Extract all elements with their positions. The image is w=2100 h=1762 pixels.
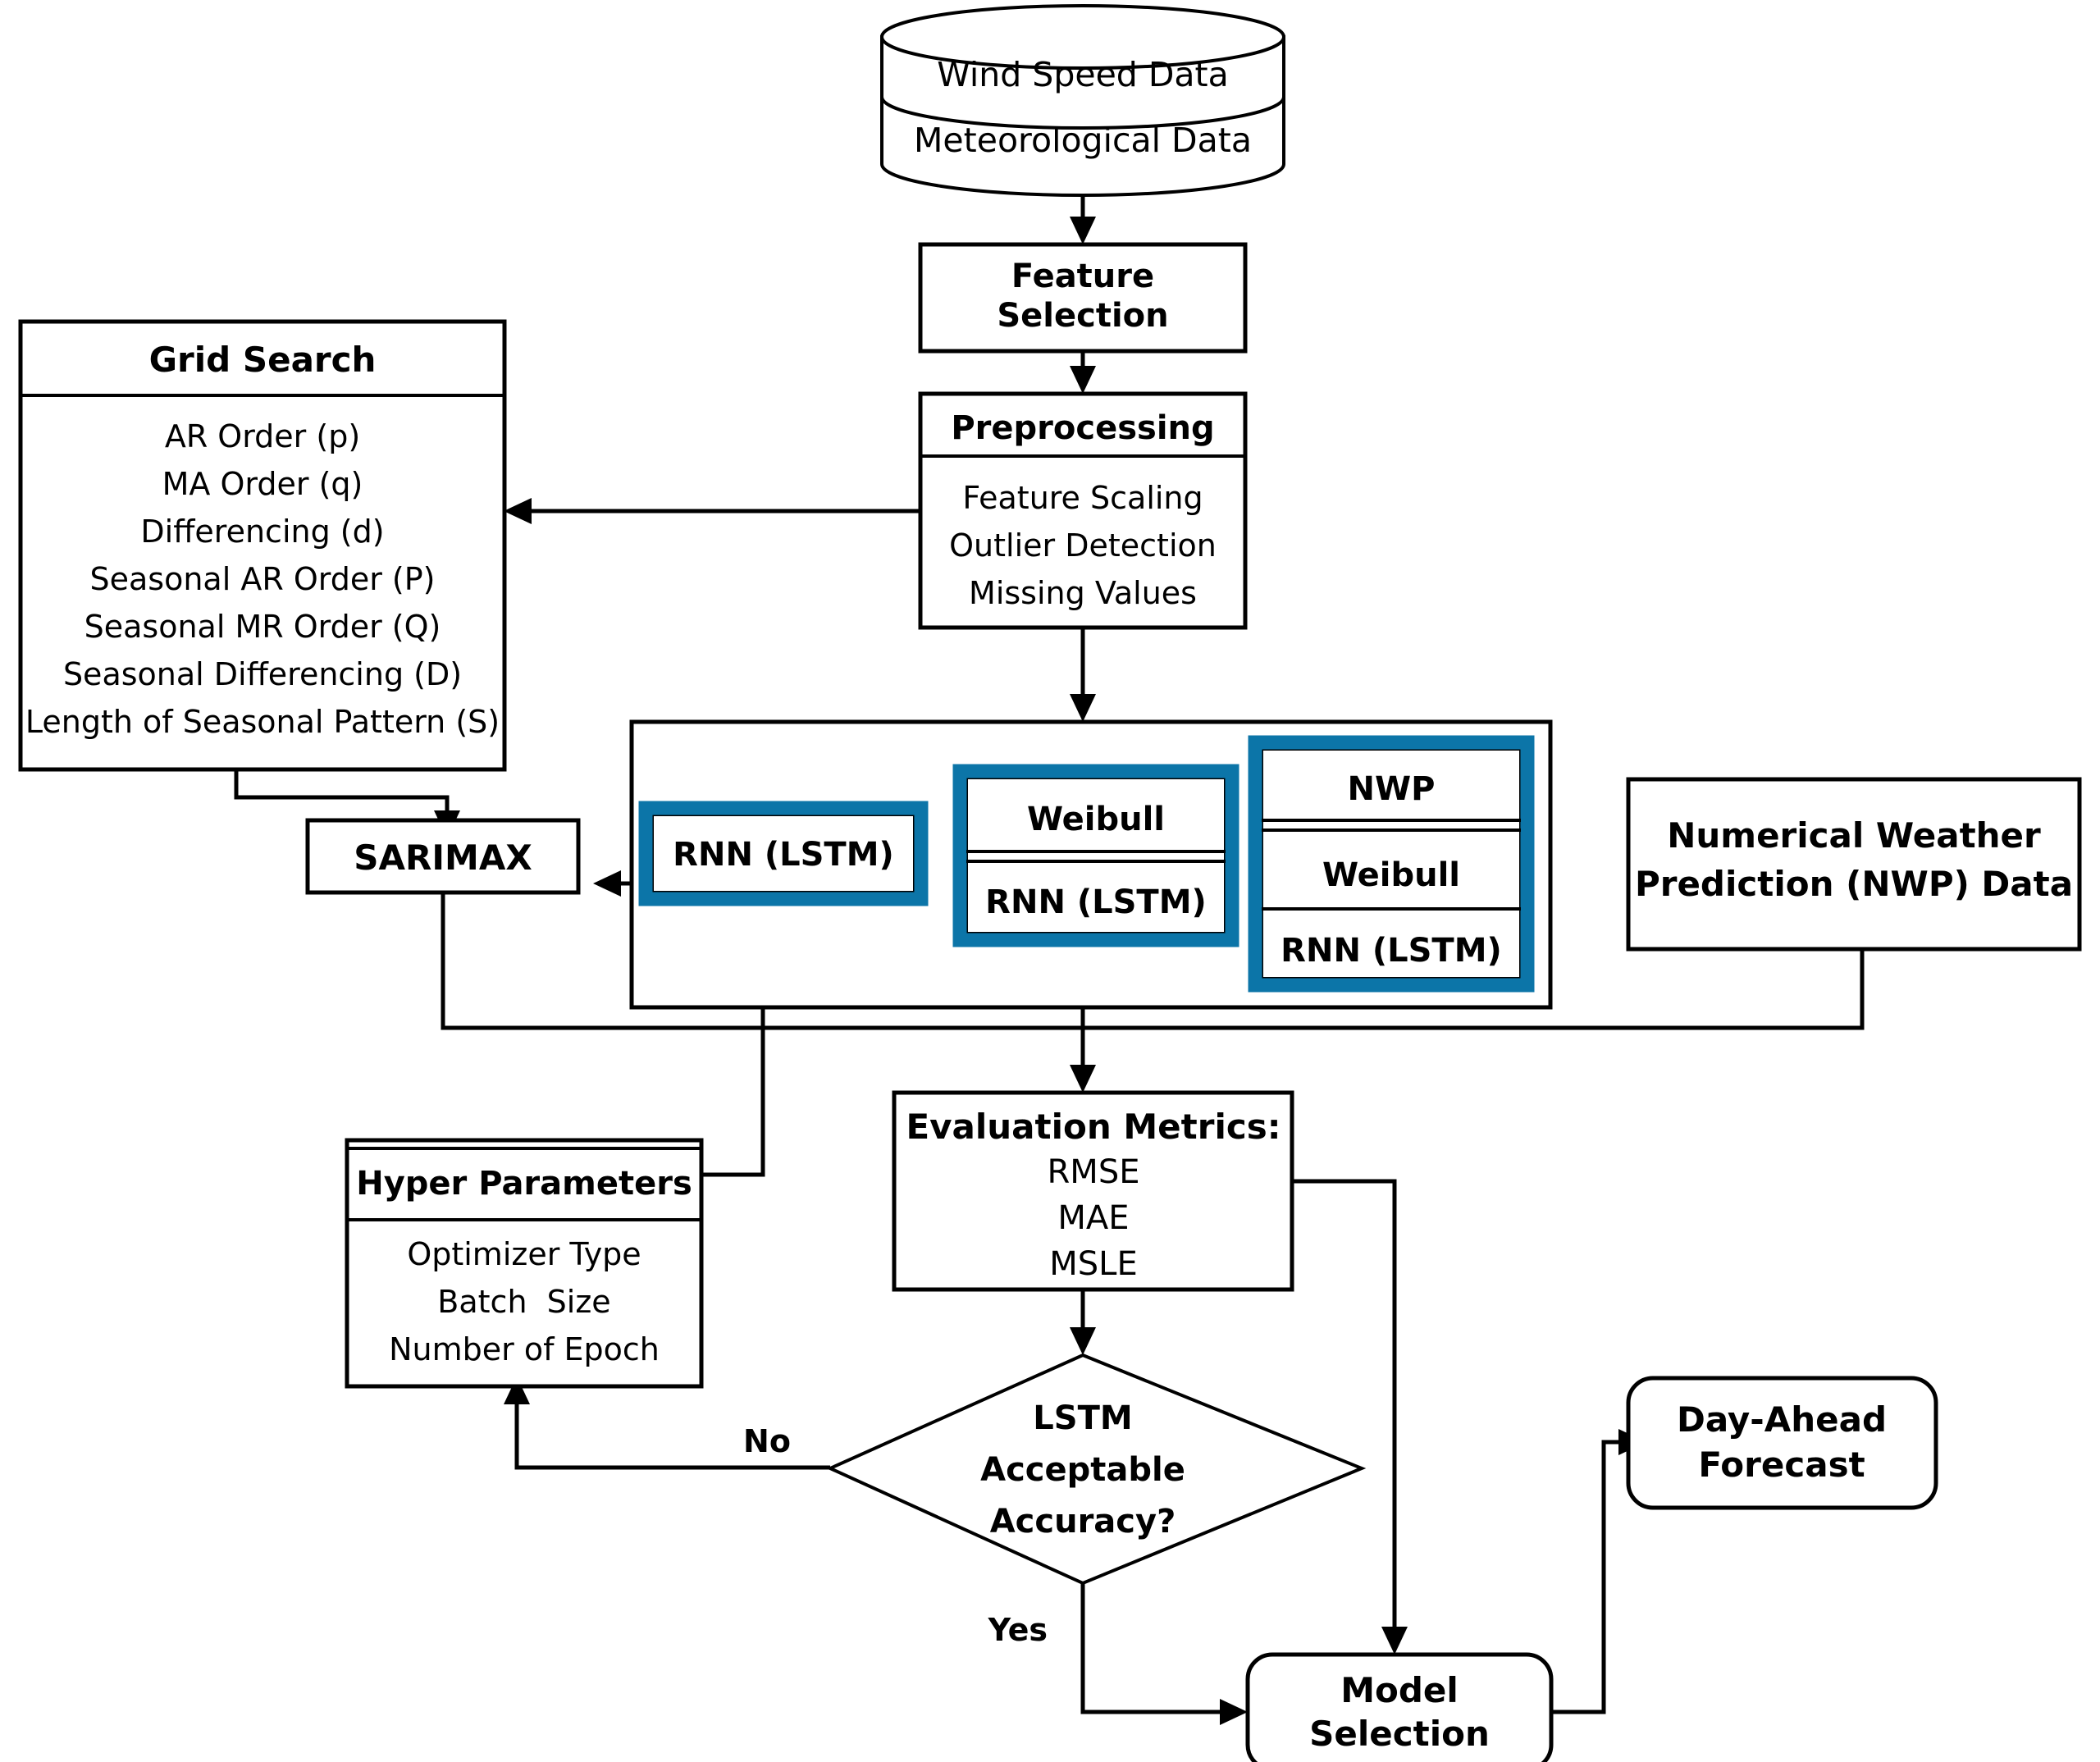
hyper-parameters-item-0: Optimizer Type: [407, 1236, 641, 1272]
arrowhead-hyper-to-models: [593, 870, 621, 897]
grid-search-item-6: Length of Seasonal Pattern (S): [25, 704, 500, 740]
sarimax-label: SARIMAX: [354, 838, 532, 878]
decision-line-1: Acceptable: [980, 1451, 1185, 1489]
arrowhead-models-to-evaluation: [1070, 1065, 1096, 1093]
edge-sarimax-to-evaluation: [441, 892, 1083, 1030]
evaluation-metrics-item-1: MAE: [1057, 1199, 1129, 1237]
model-b-row-0: Weibull: [1027, 801, 1165, 838]
cylinder-body: [880, 35, 1285, 197]
preprocessing-header: Preprocessing: [951, 409, 1214, 447]
decision-line-0: LSTM: [1033, 1399, 1132, 1437]
evaluation-metrics-header: Evaluation Metrics:: [906, 1107, 1281, 1147]
node-models-container[interactable]: RNN (LSTM) Weibull RNN (LSTM) NWP Weibul…: [629, 719, 1553, 1010]
edge-label-no: No: [743, 1423, 791, 1459]
hyper-parameters-item-1: Batch Size: [437, 1284, 610, 1320]
node-model-selection[interactable]: Model Selection: [1245, 1652, 1554, 1762]
decision-line-2: Accuracy?: [990, 1503, 1176, 1541]
node-preprocessing[interactable]: Preprocessing Feature Scaling Outlier De…: [918, 391, 1248, 630]
preprocessing-item-2: Missing Values: [969, 575, 1197, 611]
arrowhead-decision-yes-to-selection: [1220, 1699, 1248, 1725]
edge-label-yes: Yes: [988, 1612, 1048, 1648]
model-a-row-0: RNN (LSTM): [673, 836, 894, 874]
edge-evaluation-to-selection: [1292, 1179, 1397, 1636]
edge-nwp-to-models: [1083, 949, 1865, 1030]
model-c-row-1: Weibull: [1322, 856, 1460, 894]
sarimax-box: [305, 818, 581, 895]
node-feature-selection[interactable]: Feature Selection: [918, 242, 1248, 354]
grid-search-header: Grid Search: [149, 340, 377, 380]
feature-selection-line-0: Feature: [1011, 258, 1154, 295]
grid-search-item-2: Differencing (d): [140, 514, 384, 550]
hyper-parameters-header: Hyper Parameters: [356, 1165, 692, 1203]
node-day-ahead-forecast[interactable]: Day-Ahead Forecast: [1626, 1376, 1938, 1510]
model-b-inner: [965, 776, 1227, 935]
model-selection-box: [1245, 1652, 1554, 1762]
model-b-blue-frame: [952, 764, 1239, 947]
arrowhead-evaluation-to-decision: [1070, 1327, 1096, 1355]
cylinder-top: [880, 4, 1285, 70]
data-source-row-0: Wind Speed Data: [937, 55, 1229, 94]
edge-decision-no-to-hyper: [514, 1395, 830, 1470]
evaluation-metrics-item-0: RMSE: [1048, 1153, 1140, 1191]
node-grid-search[interactable]: Grid Search AR Order (p) MA Order (q) Di…: [18, 319, 507, 772]
model-c-inner: [1260, 747, 1522, 980]
preprocessing-item-0: Feature Scaling: [962, 480, 1203, 516]
evaluation-metrics-item-2: MSLE: [1049, 1245, 1137, 1283]
preprocessing-box: [918, 391, 1248, 630]
node-model-c[interactable]: NWP Weibull RNN (LSTM): [1248, 735, 1535, 993]
hyper-parameters-box: [345, 1138, 704, 1389]
model-c-row-0: NWP: [1348, 770, 1436, 808]
node-model-a[interactable]: RNN (LSTM): [638, 801, 929, 906]
day-ahead-forecast-line-0: Day-Ahead: [1677, 1399, 1887, 1440]
node-data-source[interactable]: Wind Speed Data Meteorological Data: [880, 4, 1285, 197]
model-selection-line-0: Model: [1340, 1670, 1459, 1710]
edge-grid-to-sarimax: [234, 769, 450, 820]
day-ahead-forecast-box: [1626, 1376, 1938, 1510]
grid-search-item-5: Seasonal Differencing (D): [63, 656, 462, 692]
node-evaluation-metrics[interactable]: Evaluation Metrics: RMSE MAE MSLE: [892, 1090, 1294, 1292]
nwp-data-line-0: Numerical Weather: [1667, 815, 2041, 856]
node-sarimax[interactable]: SARIMAX: [305, 818, 581, 895]
model-c-blue-frame: [1248, 735, 1535, 993]
grid-search-item-1: MA Order (q): [162, 466, 363, 502]
model-c-row-2: RNN (LSTM): [1281, 932, 1502, 970]
arrowhead-decision-no-to-hyper: [504, 1376, 530, 1404]
nwp-data-box: [1626, 777, 2082, 952]
node-model-b[interactable]: Weibull RNN (LSTM): [952, 764, 1239, 947]
evaluation-metrics-box: [892, 1090, 1294, 1292]
day-ahead-forecast-line-1: Forecast: [1698, 1445, 1865, 1485]
grid-search-item-3: Seasonal AR Order (P): [90, 561, 436, 597]
data-source-row-1: Meteorological Data: [914, 121, 1252, 160]
feature-selection-box: [918, 242, 1248, 354]
node-decision[interactable]: LSTM Acceptable Accuracy?: [826, 1353, 1367, 1586]
feature-selection-line-1: Selection: [997, 297, 1168, 335]
model-a-blue-frame: [638, 801, 929, 906]
arrowhead-evaluation-to-selection: [1381, 1627, 1408, 1655]
preprocessing-item-1: Outlier Detection: [949, 527, 1217, 564]
edge-decision-yes-to-selection: [1080, 1583, 1226, 1714]
arrowhead-feature-to-preprocessing: [1070, 366, 1096, 394]
connectors: [234, 187, 1865, 1725]
arrowhead-preprocessing-to-grid: [504, 498, 532, 524]
model-selection-line-1: Selection: [1309, 1714, 1490, 1754]
nwp-data-line-1: Prediction (NWP) Data: [1635, 864, 2073, 904]
arrowhead-data-to-feature: [1070, 217, 1096, 244]
grid-search-item-0: AR Order (p): [165, 418, 360, 454]
hyper-parameters-item-2: Number of Epoch: [389, 1331, 660, 1367]
decision-diamond: [826, 1353, 1367, 1586]
model-b-row-1: RNN (LSTM): [985, 883, 1207, 921]
node-hyper-parameters[interactable]: Hyper Parameters Optimizer Type Batch Si…: [345, 1138, 704, 1389]
grid-search-item-4: Seasonal MR Order (Q): [84, 609, 441, 645]
node-nwp-data[interactable]: Numerical Weather Prediction (NWP) Data: [1626, 777, 2082, 952]
cylinder-row-divider: [880, 96, 1285, 130]
arrowhead-preprocessing-to-models: [1070, 694, 1096, 722]
edge-selection-to-forecast: [1550, 1440, 1628, 1714]
